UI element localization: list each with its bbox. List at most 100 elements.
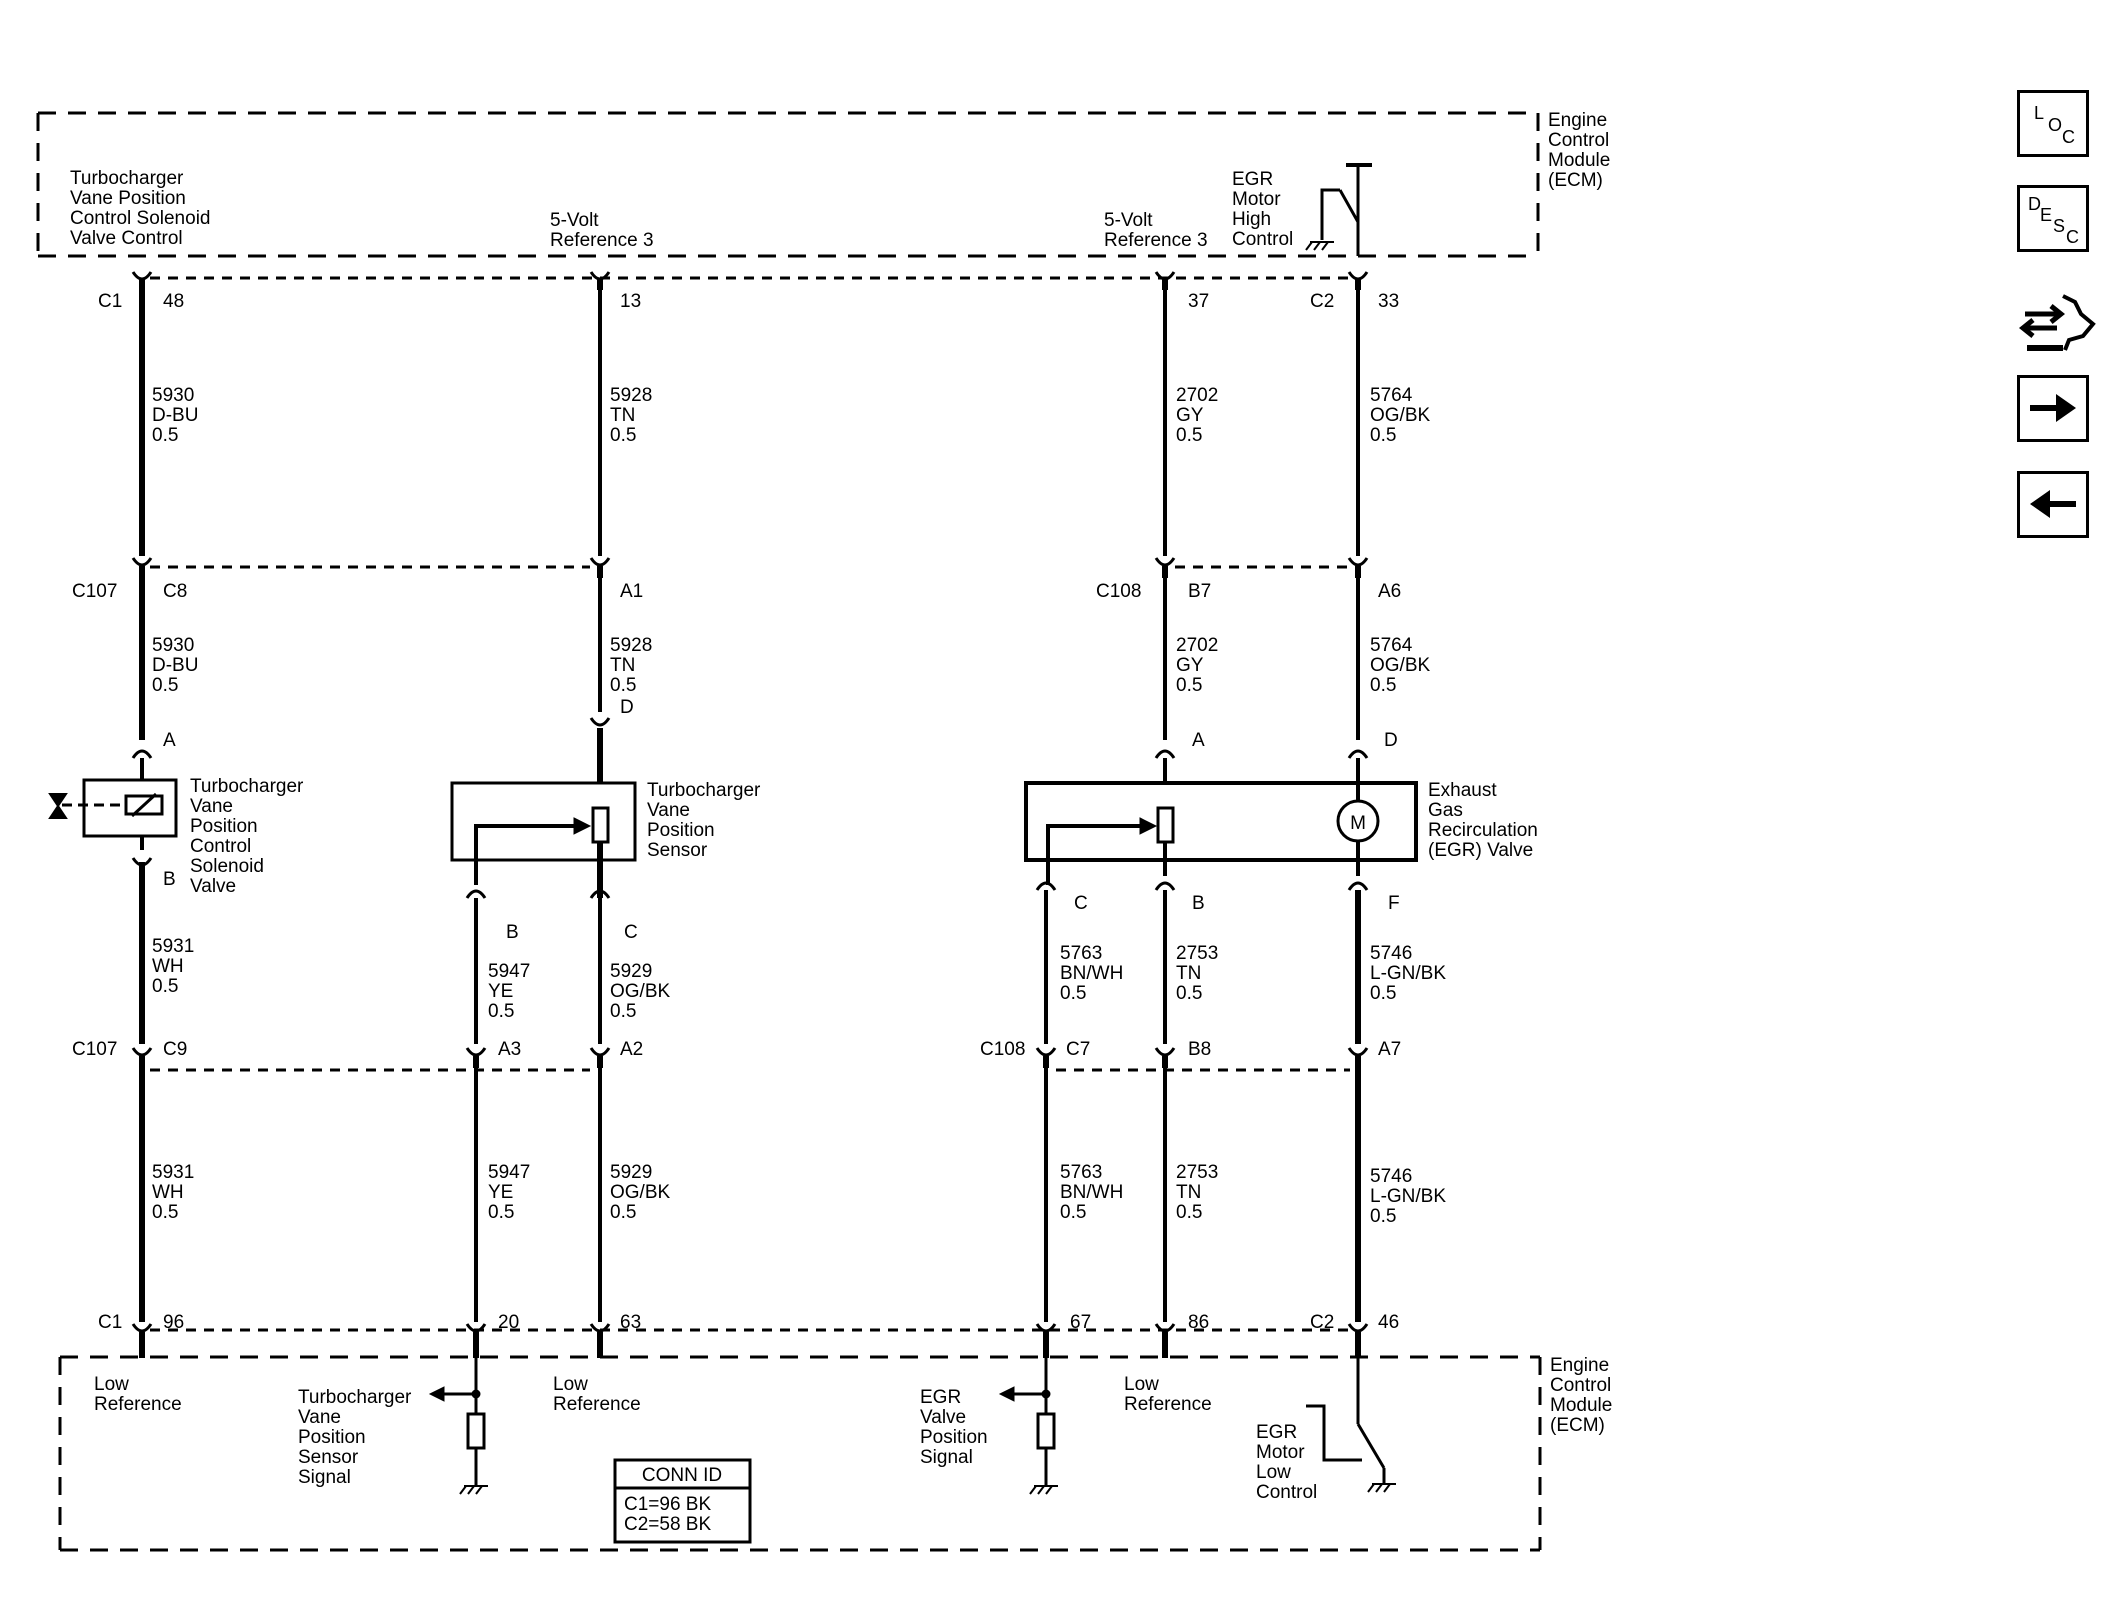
wire-gauge: 0.5 <box>488 1202 514 1223</box>
ecm-pin-label: Signal <box>298 1467 351 1488</box>
ecm-pin-label: Reference <box>1124 1394 1212 1415</box>
ecm-pin-label: Sensor <box>298 1447 359 1468</box>
ecm-pin-label: EGR <box>1232 169 1273 190</box>
desc-icon: D E S C <box>2028 194 2079 247</box>
connector-id: C2 <box>1310 291 1334 312</box>
ecm-pin-label: Vane <box>298 1407 341 1428</box>
ecm-pin-label: Control <box>1256 1482 1317 1503</box>
conn-id-header: CONN ID <box>642 1465 722 1486</box>
wire-circuit-number: 5763 <box>1060 1162 1102 1183</box>
ecm-pin-label: Signal <box>920 1447 973 1468</box>
next-button[interactable] <box>2017 375 2089 442</box>
wiper-arrow <box>573 817 592 835</box>
wire-gauge: 0.5 <box>1370 675 1396 696</box>
conn-id-line: C1=96 BK <box>624 1494 711 1515</box>
connector-terminal <box>1154 1047 1176 1057</box>
wire-gauge: 0.5 <box>152 1202 178 1223</box>
potentiometer-wiper <box>474 824 584 885</box>
ecm-pin-label: EGR <box>920 1387 961 1408</box>
signal-arrow <box>428 1386 445 1402</box>
ecm-pin-label: Low <box>94 1374 129 1395</box>
wire-circuit-number: 5763 <box>1060 943 1102 964</box>
pin-letter: C <box>1074 893 1088 914</box>
wire-circuit-number: 2702 <box>1176 635 1218 656</box>
wire-color: BN/WH <box>1060 963 1123 984</box>
loc-letter-o: O <box>2048 115 2062 135</box>
wire-color: OG/BK <box>610 981 671 1002</box>
ecm-pin-label: Valve <box>920 1407 966 1428</box>
pin-letter: B <box>506 922 519 943</box>
previous-button[interactable] <box>2017 471 2089 538</box>
pin-number: A3 <box>498 1039 521 1060</box>
connector-terminal <box>589 1047 611 1057</box>
pin-letter: B <box>1192 893 1205 914</box>
component-label: Sensor <box>647 840 708 861</box>
pin-number: 13 <box>620 291 641 312</box>
ecm-pin-label: Motor <box>1256 1442 1305 1463</box>
ecm-title: Control <box>1548 130 1609 151</box>
loc-letter-c: C <box>2062 127 2075 147</box>
connector-terminal <box>465 889 487 899</box>
wire-circuit-number: 5929 <box>610 961 652 982</box>
connector-id: C1 <box>98 291 122 312</box>
wire-gauge: 0.5 <box>152 675 178 696</box>
pin-number: A7 <box>1378 1039 1401 1060</box>
connector-terminal <box>1154 1323 1176 1333</box>
wire-circuit-number: 5746 <box>1370 943 1412 964</box>
next-arrow-icon <box>2030 394 2076 422</box>
pin-number: 20 <box>498 1312 519 1333</box>
ecm-pin-label: Valve Control <box>70 228 183 249</box>
pin-number: 86 <box>1188 1312 1209 1333</box>
desc-button[interactable]: D E S C <box>2017 185 2089 252</box>
wire-color: GY <box>1176 655 1204 676</box>
ecm-title: Module <box>1548 150 1610 171</box>
potentiometer <box>591 806 610 844</box>
wire-color: D-BU <box>152 655 198 676</box>
ecm-pin-label: 5-Volt <box>1104 210 1153 231</box>
pin-number: B7 <box>1188 581 1211 602</box>
component-label: Turbocharger <box>647 780 761 801</box>
component-label: Recirculation <box>1428 820 1538 841</box>
connector-terminal <box>589 557 611 567</box>
ecm-pin-label: Control <box>1232 229 1293 250</box>
component-label: Vane <box>190 796 233 817</box>
conn-id-table <box>613 1458 752 1544</box>
ecm-pin-label: Turbocharger <box>70 168 184 189</box>
egr-low-driver <box>1306 1404 1362 1462</box>
component-label: Turbocharger <box>190 776 304 797</box>
connector-terminal <box>1035 1323 1057 1333</box>
egr-potentiometer <box>1156 806 1175 844</box>
ecm-title: (ECM) <box>1550 1415 1605 1436</box>
wire-color: TN <box>610 405 635 426</box>
pin-number: B8 <box>1188 1039 1211 1060</box>
pin-number: A1 <box>620 581 643 602</box>
connector-terminal <box>1347 749 1369 759</box>
connector-terminal <box>465 1323 487 1333</box>
wire-gauge: 0.5 <box>610 425 636 446</box>
pin-number: 37 <box>1188 291 1209 312</box>
ecm-pin-label: Vane Position <box>70 188 186 209</box>
wire-circuit-number: 5764 <box>1370 635 1413 656</box>
pin-letter: A <box>163 730 176 751</box>
wire-gauge: 0.5 <box>488 1001 514 1022</box>
ecm-title: Control <box>1550 1375 1611 1396</box>
loc-button[interactable]: L O C <box>2017 90 2089 157</box>
wire-circuit-number: 5947 <box>488 1162 530 1183</box>
connector-terminal <box>1347 557 1369 567</box>
solenoid-coil <box>130 792 158 818</box>
ecm-pin-label: Low <box>1124 1374 1159 1395</box>
connector-terminal <box>1035 881 1057 891</box>
ecm-title: Engine <box>1550 1355 1609 1376</box>
wire-circuit-number: 2702 <box>1176 385 1218 406</box>
wire-color: WH <box>152 1182 184 1203</box>
wiper-arrow <box>1139 817 1158 835</box>
diagnostic-tool-button[interactable] <box>2017 280 2097 360</box>
wire-circuit-number: 5930 <box>152 635 194 656</box>
component-label: Gas <box>1428 800 1463 821</box>
connector-terminal <box>589 889 611 899</box>
wire-gauge: 0.5 <box>1060 983 1086 1004</box>
desc-letter-c: C <box>2066 227 2079 247</box>
connector-terminal <box>131 557 153 567</box>
ground-icon <box>1305 241 1334 251</box>
